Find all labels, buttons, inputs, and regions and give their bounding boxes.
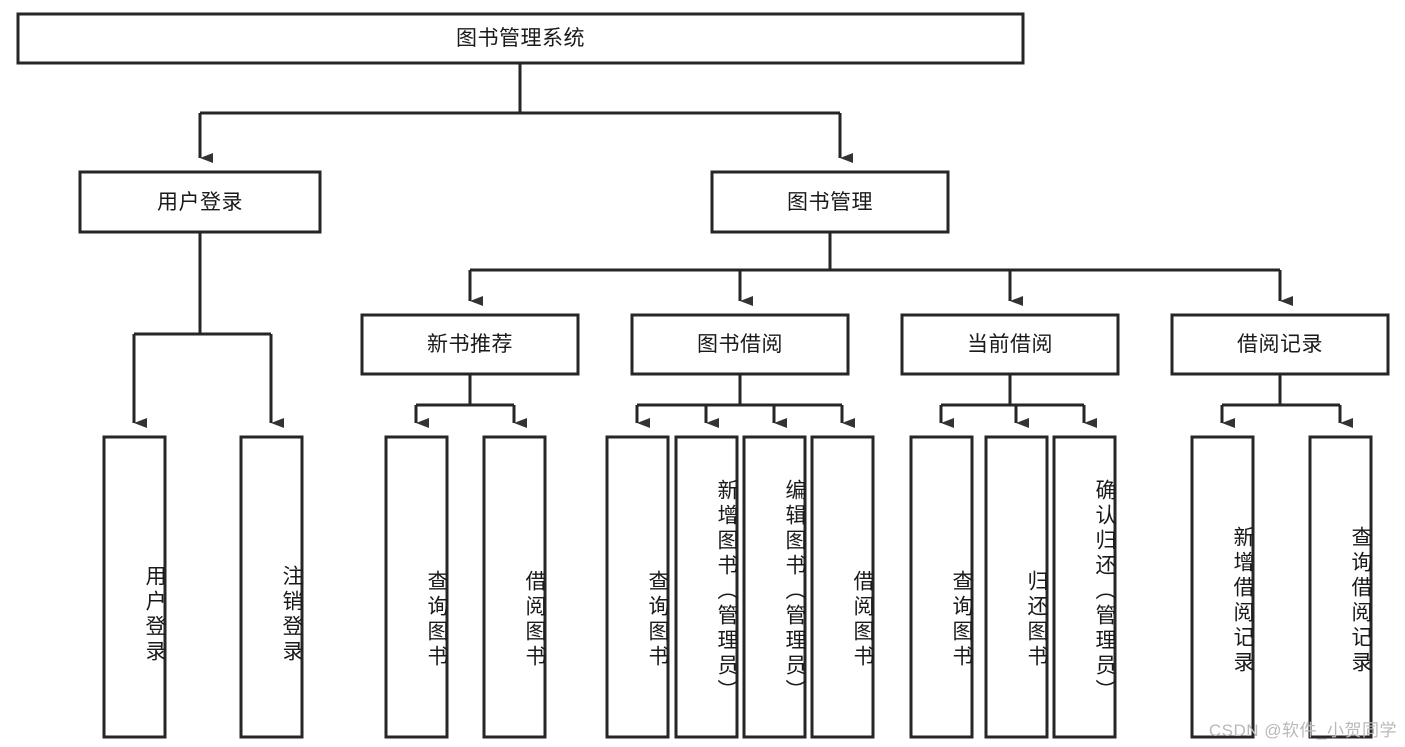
connector-userlogin-to-leaves (132, 232, 284, 428)
node-label-book-borrow: 图书借阅 (697, 333, 783, 356)
node-label-book-management: 图书管理 (787, 190, 873, 214)
node-label-new-book-recommend: 新书推荐 (427, 333, 513, 356)
node-label-leaf-add-borrow-record: 新增借阅记录 (1231, 526, 1254, 676)
node-label-leaf-query-book-current: 查询图书 (950, 570, 973, 670)
node-box-leaf-confirm-return-admin[interactable] (1052, 435, 1117, 739)
node-box-book-management[interactable] (710, 170, 950, 234)
node-box-borrow-record[interactable] (1170, 313, 1390, 376)
node-box-leaf-add-borrow-record[interactable] (1190, 435, 1255, 739)
node-label-leaf-query-borrow-record: 查询借阅记录 (1349, 526, 1372, 676)
node-label-leaf-borrow-book: 借阅图书 (851, 570, 874, 670)
node-box-root[interactable] (16, 12, 1025, 65)
node-label-leaf-logout-login: 注销登录 (280, 565, 303, 665)
node-box-leaf-add-book-admin[interactable] (674, 435, 739, 739)
node-label-user-login: 用户登录 (157, 190, 243, 214)
node-label-leaf-query-book-recommend: 查询图书 (425, 570, 448, 670)
node-box-current-borrow[interactable] (900, 313, 1120, 376)
connector-root-to-level1 (198, 63, 853, 163)
node-box-leaf-return-book[interactable] (984, 435, 1049, 739)
node-label-leaf-return-book: 归还图书 (1025, 570, 1048, 670)
node-label-leaf-user-login: 用户登录 (143, 565, 166, 665)
node-box-leaf-borrow-book[interactable] (810, 435, 875, 739)
node-box-book-borrow[interactable] (630, 313, 850, 376)
connector-currentborrow-to-leaves (939, 374, 1097, 428)
node-label-leaf-edit-book-admin: 编辑图书（管理员） (783, 478, 806, 704)
connector-newbookrecommend-to-leaves (414, 374, 527, 428)
connector-bookborrow-to-leaves (635, 374, 855, 428)
node-box-leaf-query-book-current[interactable] (909, 435, 974, 739)
node-label-leaf-borrow-book-recommend: 借阅图书 (523, 570, 546, 670)
node-box-leaf-query-book-borrow[interactable] (605, 435, 670, 739)
node-label-leaf-query-book-borrow: 查询图书 (646, 570, 669, 670)
connector-bookmanagement-to-level2 (468, 232, 1293, 306)
connector-borrowrecord-to-leaves (1220, 374, 1353, 428)
node-label-root: 图书管理系统 (456, 27, 585, 50)
node-box-new-book-recommend[interactable] (360, 313, 580, 376)
node-box-leaf-edit-book-admin[interactable] (742, 435, 807, 739)
node-label-current-borrow: 当前借阅 (967, 333, 1053, 356)
node-box-leaf-user-login[interactable] (102, 435, 167, 739)
node-box-leaf-query-book-recommend[interactable] (384, 435, 449, 739)
node-box-leaf-query-borrow-record[interactable] (1308, 435, 1373, 739)
node-label-leaf-add-book-admin: 新增图书（管理员） (715, 478, 738, 704)
node-label-borrow-record: 借阅记录 (1237, 333, 1323, 356)
watermark-text: CSDN @软件_小贺同学 (1208, 721, 1397, 740)
node-box-user-login[interactable] (78, 170, 322, 234)
node-box-leaf-logout-login[interactable] (239, 435, 304, 739)
node-label-leaf-confirm-return-admin: 确认归还（管理员） (1093, 478, 1116, 704)
node-box-leaf-borrow-book-recommend[interactable] (482, 435, 547, 739)
